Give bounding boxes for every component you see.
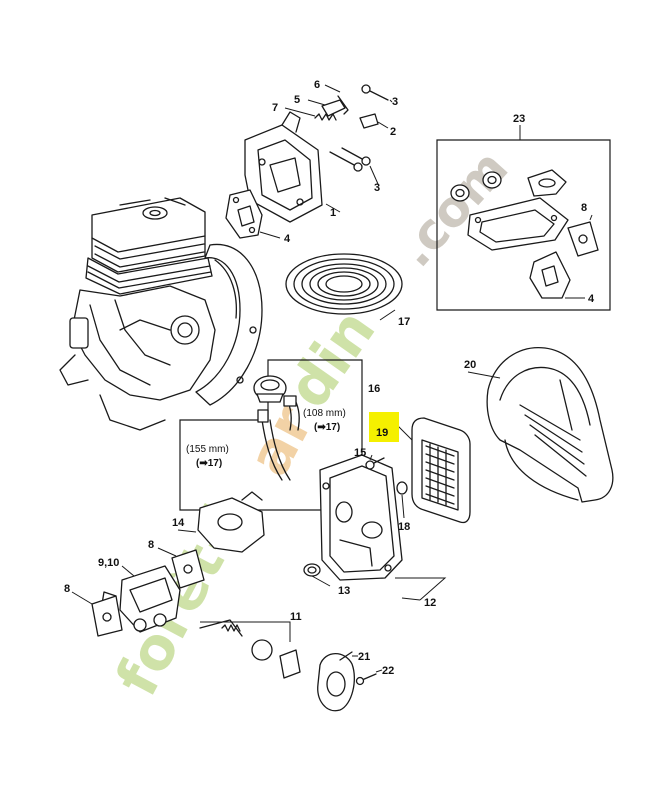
- callout-6: 6: [314, 79, 320, 91]
- callout-2: 2: [390, 126, 396, 138]
- callout-22: 22: [382, 665, 394, 677]
- hose-notes: (155 mm) (➡17) (108 mm) (➡17): [186, 408, 346, 469]
- callout-4b: 4: [588, 293, 595, 305]
- leader-lines: [71, 84, 593, 673]
- callout-20: 20: [464, 359, 476, 371]
- callout-5: 5: [294, 94, 300, 106]
- callout-4a: 4: [284, 233, 291, 245]
- spiral-plate-17: [285, 253, 403, 315]
- carburetor-assembly: [91, 491, 301, 679]
- callout-3b: 3: [374, 182, 380, 194]
- callout-11: 11: [290, 611, 302, 623]
- callout-7: 7: [272, 102, 278, 114]
- valve-cover-assembly: [225, 84, 389, 239]
- hose-long-ref: (➡17): [196, 458, 222, 469]
- hose-kit-box: [179, 359, 363, 511]
- gasket-kit-box: [436, 139, 611, 311]
- callout-9-10: 9,10: [98, 557, 119, 569]
- filter-base-assembly: [303, 454, 447, 601]
- hose-short-ref: (➡17): [314, 422, 340, 433]
- hose-long-length: (155 mm): [186, 444, 229, 455]
- hose-short-length: (108 mm): [303, 408, 346, 419]
- callout-19-highlight: [369, 412, 399, 442]
- callout-12: 12: [424, 597, 436, 609]
- parts-21-22: [317, 651, 377, 712]
- callout-21: 21: [358, 651, 370, 663]
- callout-labels: 6 5 7 3 2 3 1 4 23 8 4 17 16 20 15 18 14…: [64, 79, 595, 677]
- callout-23: 23: [513, 113, 525, 125]
- callout-1: 1: [330, 207, 336, 219]
- callout-15: 15: [354, 447, 366, 459]
- callout-14: 14: [172, 517, 185, 529]
- callout-8b: 8: [148, 539, 154, 551]
- callout-8c: 8: [64, 583, 70, 595]
- callout-16: 16: [368, 383, 380, 395]
- callout-18: 18: [398, 521, 410, 533]
- callout-13: 13: [338, 585, 350, 597]
- filter-cover-20: [486, 346, 614, 503]
- callout-19: 19: [376, 427, 388, 439]
- callout-8a: 8: [581, 202, 587, 214]
- callout-3a: 3: [392, 96, 398, 108]
- engine-block-icon: [59, 197, 263, 431]
- callout-17: 17: [398, 316, 410, 328]
- air-filter-icon: [411, 417, 471, 524]
